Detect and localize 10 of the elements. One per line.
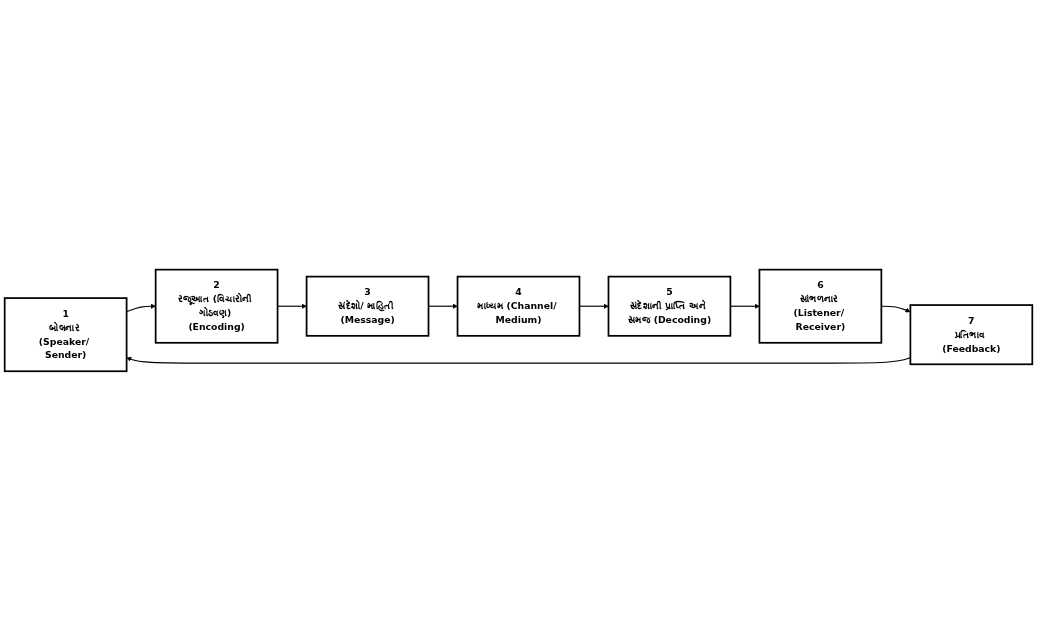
node-box: 1 બોલનાર (Speaker/ Sender) bbox=[3, 297, 128, 373]
arrow bbox=[126, 356, 911, 364]
node-box: 3 સંદેશો/ માહિતી (Message) bbox=[305, 275, 430, 337]
arrow bbox=[126, 303, 156, 313]
node-box: 6 સાંભળનાર (Listener/ Receiver) bbox=[758, 268, 883, 344]
node-box: 4 માધ્યમ (Channel/ Medium) bbox=[456, 275, 581, 337]
node-box: 2 રજૂઆત (વિચારોની ગોઠવણ) (Encoding) bbox=[154, 268, 279, 344]
node-box: 5 સંદેશાની પ્રાપ્તિ અને સમજ (Decoding) bbox=[607, 275, 732, 337]
arrow bbox=[277, 303, 307, 309]
node-box: 7 પ્રતિભાવ (Feedback) bbox=[909, 304, 1034, 366]
